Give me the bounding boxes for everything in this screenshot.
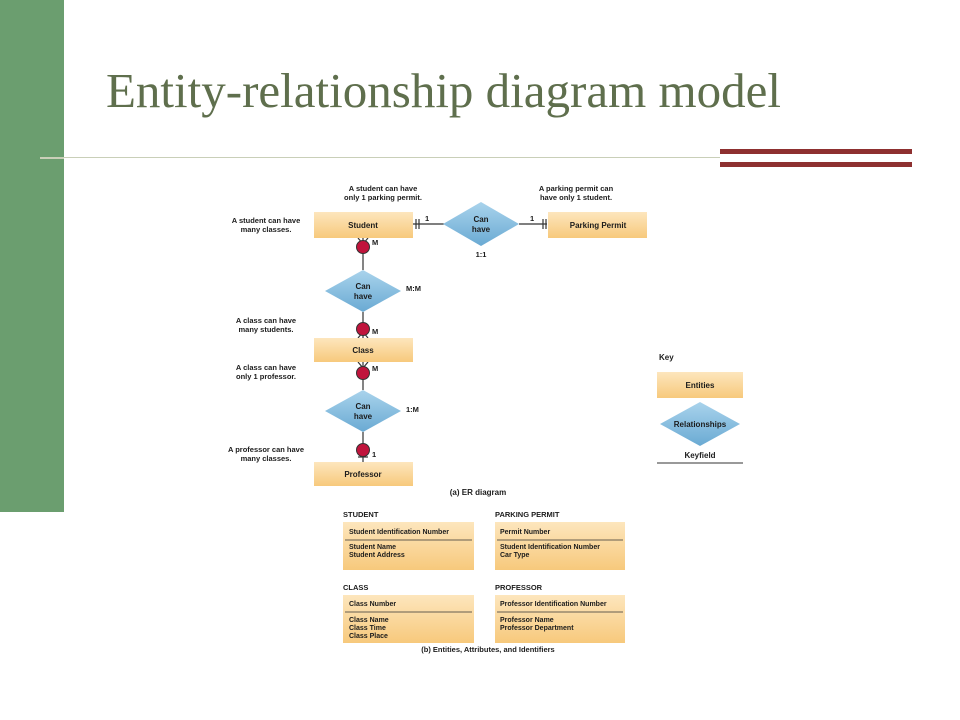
table-professor-attr-2: Professor Department [500, 625, 574, 632]
slide-title: Entity-relationship diagram model [106, 63, 781, 118]
note-class-students-line1: A class can have [236, 316, 296, 325]
attribute-table-class: CLASS Class Number Class Name Class Time… [343, 583, 474, 643]
marker-class-many [356, 322, 370, 336]
table-permit-key: Permit Number [500, 529, 550, 536]
note-class-professor-line2: only 1 professor. [236, 372, 296, 381]
cardinality-professor-one: 1 [372, 450, 376, 459]
key-entity-swatch [657, 372, 743, 398]
attribute-table-parking-permit: PARKING PERMIT Permit Number Student Ide… [495, 510, 625, 570]
relationship-student-permit-line2: have [472, 225, 491, 234]
table-student-attr-2: Student Address [349, 552, 405, 559]
marker-professor-one [356, 443, 370, 457]
relationship-student-class [325, 270, 401, 312]
key-keyfield-label: Keyfield [684, 451, 715, 460]
entity-parking-permit-label: Parking Permit [570, 221, 627, 230]
note-class-professor-line1: A class can have [236, 363, 296, 372]
table-student-name: STUDENT [343, 510, 379, 519]
cardinality-student-m: M [372, 238, 378, 247]
title-rule-left [40, 157, 64, 159]
relationship-class-professor-line2: have [354, 412, 373, 421]
relationship-student-class-line2: have [354, 292, 373, 301]
cardinality-one-to-many: 1:M [406, 405, 419, 414]
cardinality-many-to-many: M:M [406, 284, 421, 293]
accent-stripe-bottom [720, 162, 912, 167]
table-class-name: CLASS [343, 583, 368, 592]
cardinality-class-m: M [372, 327, 378, 336]
entity-parking-permit [548, 212, 647, 238]
table-class-attr-1: Class Name [349, 617, 389, 624]
table-student-attr-1: Student Name [349, 544, 396, 551]
entity-student-label: Student [348, 221, 378, 230]
key-relationship-swatch [660, 402, 740, 446]
table-permit-attr-1: Student Identification Number [500, 544, 600, 551]
table-professor-attr-1: Professor Name [500, 617, 554, 624]
attribute-table-student: STUDENT Student Identification Number St… [343, 510, 474, 570]
cardinality-student-permit-one: 1 [425, 214, 429, 223]
marker-student-many [356, 240, 370, 254]
key-title: Key [659, 353, 674, 362]
cardinality-markers [356, 240, 370, 457]
sidebar-accent-bar [0, 0, 64, 512]
relationship-class-professor [325, 390, 401, 432]
marker-class-many-2 [356, 366, 370, 380]
relationship-student-permit-line1: Can [473, 215, 488, 224]
entity-student [314, 212, 413, 238]
table-class-key: Class Number [349, 601, 396, 608]
table-student-key: Student Identification Number [349, 529, 449, 536]
note-professor-classes-line2: many classes. [241, 454, 292, 463]
attributes-caption: (b) Entities, Attributes, and Identifier… [421, 645, 554, 654]
title-rule [64, 157, 720, 158]
entity-professor-label: Professor [344, 470, 381, 479]
note-student-classes-line1: A student can have [232, 216, 301, 225]
cardinality-one-to-one: 1:1 [476, 250, 487, 259]
table-permit-name: PARKING PERMIT [495, 510, 560, 519]
key-relationships-label: Relationships [674, 420, 727, 429]
note-class-students-line2: many students. [238, 325, 293, 334]
accent-stripe-top [720, 149, 912, 154]
table-professor-name: PROFESSOR [495, 583, 543, 592]
note-permit-student-line1: A parking permit can [539, 184, 614, 193]
relationship-student-class-line1: Can [355, 282, 370, 291]
table-class-attr-2: Class Time [349, 625, 386, 632]
table-professor-key: Professor Identification Number [500, 601, 607, 608]
entity-class [314, 338, 413, 362]
entity-professor [314, 462, 413, 486]
cardinality-class-m-2: M [372, 364, 378, 373]
table-class-attr-3: Class Place [349, 633, 388, 640]
table-permit-attr-2: Car Type [500, 552, 530, 559]
relationship-student-permit [443, 202, 519, 246]
attribute-table-professor: PROFESSOR Professor Identification Numbe… [495, 583, 625, 643]
key-entities-label: Entities [686, 381, 715, 390]
note-permit-student-line2: have only 1 student. [540, 193, 612, 202]
cardinality-permit-student-one: 1 [530, 214, 534, 223]
er-diagram-caption: (a) ER diagram [450, 488, 506, 497]
note-student-permit-line1: A student can have [349, 184, 418, 193]
note-student-permit-line2: only 1 parking permit. [344, 193, 422, 202]
note-student-classes-line2: many classes. [241, 225, 292, 234]
entity-class-label: Class [352, 346, 374, 355]
relationship-class-professor-line1: Can [355, 402, 370, 411]
note-professor-classes-line1: A professor can have [228, 445, 304, 454]
